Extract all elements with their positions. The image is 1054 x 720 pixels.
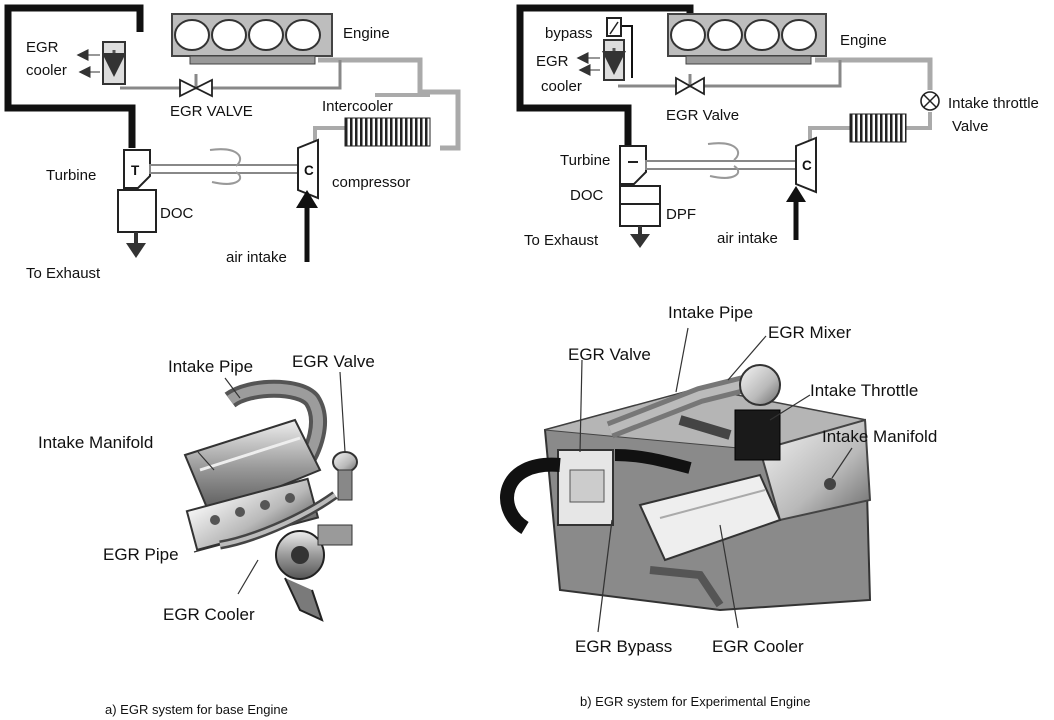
label-egr-cooler-photo-b: EGR Cooler	[712, 637, 804, 656]
label-egr-cooler-photo-a: EGR Cooler	[163, 605, 255, 624]
caption-b: b) EGR system for Experimental Engine	[580, 694, 810, 709]
label-engine-b: Engine	[840, 32, 887, 49]
label-intake-manifold-a: Intake Manifold	[38, 433, 153, 452]
label-egr-valve-b: EGR Valve	[666, 107, 739, 124]
schematic-b: bypass EGR cooler Engine EGR Valve Intak…	[520, 8, 1039, 249]
label-intake-pipe-b: Intake Pipe	[668, 303, 753, 322]
label-intercooler-a: Intercooler	[322, 98, 393, 115]
label-egr-bypass-b: EGR Bypass	[575, 637, 672, 656]
label-egr-b: EGR	[536, 53, 569, 70]
label-egr-mixer-b: EGR Mixer	[768, 323, 851, 342]
doc-box	[118, 190, 156, 232]
label-cooler-a: cooler	[26, 62, 67, 79]
label-egr-pipe-a: EGR Pipe	[103, 545, 179, 564]
label-egr-a: EGR	[26, 39, 59, 56]
label-air-intake-b: air intake	[717, 230, 778, 247]
dpf-box	[620, 204, 660, 226]
label-engine-a: Engine	[343, 25, 390, 42]
label-to-exhaust-a: To Exhaust	[26, 265, 101, 282]
label-dpf-b: DPF	[666, 206, 696, 223]
label-air-intake-a: air intake	[226, 249, 287, 266]
label-intake-manifold-b: Intake Manifold	[822, 427, 937, 446]
label-intake-throttle-b: Intake throttle	[948, 95, 1039, 112]
label-to-exhaust-b: To Exhaust	[524, 232, 599, 249]
engine-illustration-a: Intake Pipe EGR Valve Intake Manifold EG…	[38, 352, 375, 624]
label-intake-pipe-a: Intake Pipe	[168, 357, 253, 376]
label-turbine-b: Turbine	[560, 152, 610, 169]
intercooler	[345, 118, 430, 146]
label-egr-valve-a: EGR VALVE	[170, 103, 253, 120]
label-compressor-a: compressor	[332, 174, 410, 191]
label-compressor-symbol-a: C	[304, 163, 314, 178]
label-doc-b: DOC	[570, 187, 604, 204]
schematic-a: EGR cooler Engine EGR VALVE Intercooler …	[8, 8, 458, 282]
label-valve-b: Valve	[952, 118, 988, 135]
caption-a: a) EGR system for base Engine	[105, 702, 288, 717]
label-egr-valve-photo-b: EGR Valve	[568, 345, 651, 364]
label-cooler-b: cooler	[541, 78, 582, 95]
turbine-symbol-b	[620, 146, 646, 184]
doc-box-b	[620, 186, 660, 204]
label-compressor-symbol-b: C	[802, 158, 812, 173]
label-bypass-b: bypass	[545, 25, 593, 42]
label-doc-a: DOC	[160, 205, 194, 222]
label-turbine-symbol-a: T	[131, 163, 140, 178]
label-egr-valve-photo-a: EGR Valve	[292, 352, 375, 371]
engine-illustration-b: Intake Pipe EGR Mixer EGR Valve Intake T…	[507, 303, 937, 656]
intercooler-b	[850, 114, 906, 142]
label-intake-throttle-photo-b: Intake Throttle	[810, 381, 918, 400]
label-turbine-a: Turbine	[46, 167, 96, 184]
